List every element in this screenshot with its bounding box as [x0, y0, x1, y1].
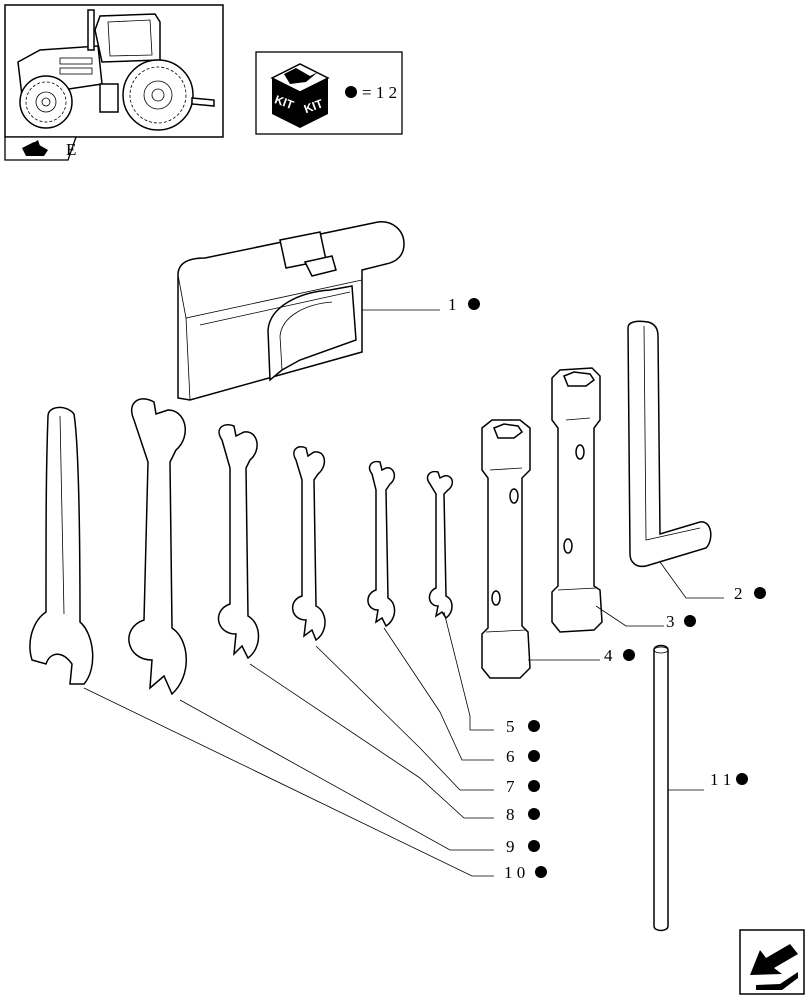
kit-dot-icon [345, 86, 357, 98]
part-box-spanner-short [481, 419, 531, 679]
kit-dot-icon [528, 720, 540, 732]
thumbnail-code: E [66, 140, 76, 159]
callout-4[interactable]: 4 [604, 646, 635, 665]
part-wrench-10 [29, 406, 94, 685]
callout-7[interactable]: 7 [506, 777, 540, 796]
thumbnail-code-tab[interactable]: E [4, 136, 77, 161]
callout-6[interactable]: 6 [506, 747, 540, 766]
part-wrench-8 [217, 424, 260, 660]
kit-legend: KIT KIT = 1 2 [255, 51, 403, 135]
kit-dot-icon [528, 750, 540, 762]
kit-dot-icon [528, 780, 540, 792]
callout-label: 1 [448, 295, 457, 314]
callout-label: 8 [506, 805, 515, 824]
kit-dot-icon [535, 866, 547, 878]
callout-label: 1 1 [710, 770, 731, 789]
tractor-thumbnail[interactable] [4, 4, 224, 138]
nav-back-button[interactable] [739, 929, 805, 995]
part-wrench-5 [426, 470, 454, 620]
callout-label: 4 [604, 646, 613, 665]
arrow-back-icon [750, 944, 798, 990]
callout-1[interactable]: 1 [448, 295, 480, 314]
callout-10[interactable]: 1 0 [504, 863, 547, 882]
callout-5[interactable]: 5 [506, 717, 540, 736]
part-wrench-7 [292, 446, 326, 642]
callout-label: 2 [734, 584, 743, 603]
callout-label: 5 [506, 717, 515, 736]
part-wrench-9 [128, 398, 187, 696]
part-rod [653, 644, 669, 932]
part-box-spanner-long [551, 367, 603, 633]
kit-dot-icon [623, 649, 635, 661]
callout-9[interactable]: 9 [506, 837, 540, 856]
kit-dot-icon [736, 773, 748, 785]
kit-dot-icon [754, 587, 766, 599]
callout-label: 9 [506, 837, 515, 856]
kit-dot-icon [528, 808, 540, 820]
callout-label: 1 0 [504, 863, 525, 882]
part-wrench-6 [367, 460, 396, 628]
part-hex-key [627, 320, 712, 568]
callout-label: 7 [506, 777, 515, 796]
kit-dot-icon [468, 298, 480, 310]
leader-lines [83, 309, 724, 877]
callout-11[interactable]: 1 1 [710, 770, 748, 789]
kit-dot-icon [684, 615, 696, 627]
callout-2[interactable]: 2 [734, 584, 766, 603]
kit-dot-icon [528, 840, 540, 852]
kit-legend-text: = 1 2 [362, 83, 397, 102]
kit-label-left: KIT [273, 92, 297, 112]
callout-label: 6 [506, 747, 515, 766]
callout-label: 3 [666, 612, 675, 631]
part-tool-bag [177, 221, 405, 401]
callout-3[interactable]: 3 [666, 612, 696, 631]
callout-8[interactable]: 8 [506, 805, 540, 824]
kit-label-right: KIT [302, 96, 326, 116]
